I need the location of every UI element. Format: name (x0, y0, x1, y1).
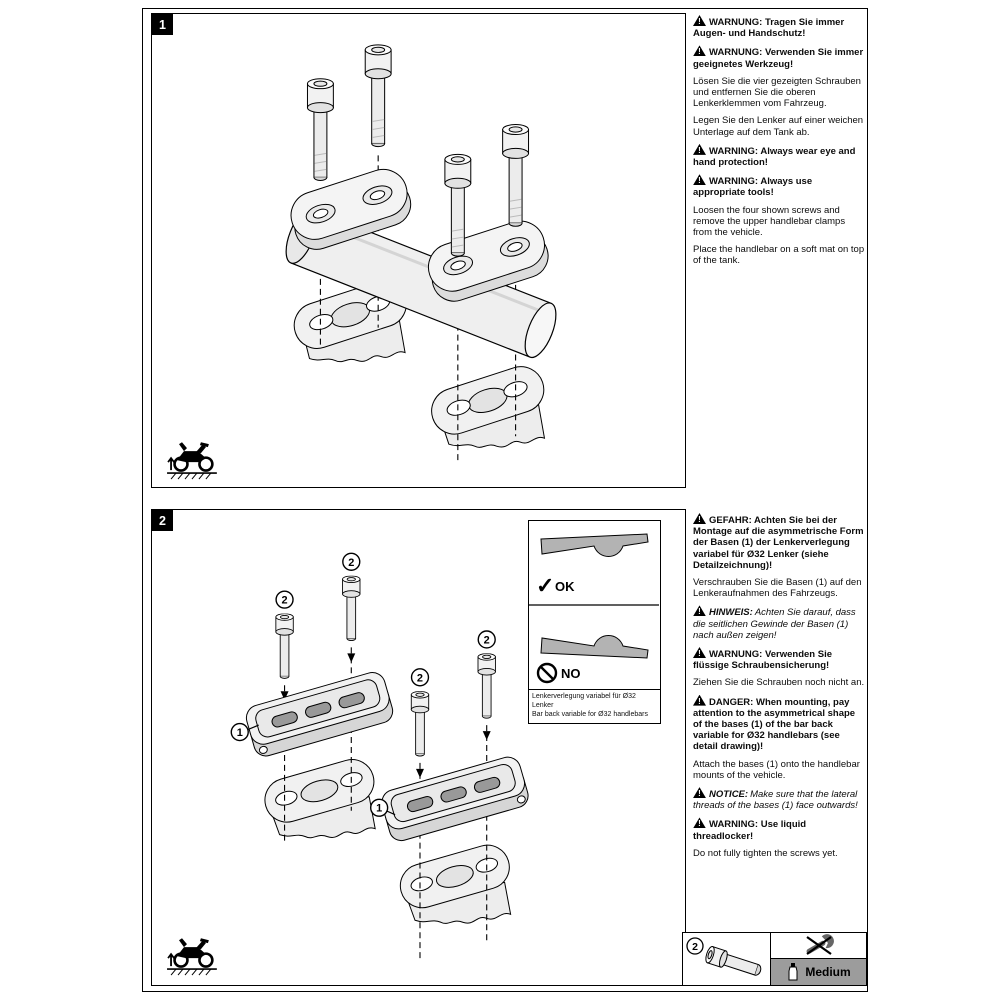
direction-arrows (280, 653, 491, 778)
svg-text:2: 2 (348, 557, 354, 569)
step2-illustration: 2 2 2 2 1 (166, 552, 529, 977)
detail-inset: ✓ OK NO Lenkerverlegung variabel fü (528, 520, 661, 724)
inset-diagrams: ✓ OK NO (529, 533, 659, 684)
callout-2-badge: 2 (275, 590, 294, 609)
warning-triangle-icon (693, 45, 706, 57)
warning-triangle-icon (693, 817, 706, 829)
fastener-screw-cell: 2 (683, 933, 771, 985)
lower-clamp-left (264, 759, 376, 839)
motorcycle-lift-icon (166, 440, 218, 481)
notice-de: HINWEIS:Achten Sie darauf, dass die seit… (693, 605, 866, 641)
no-diagram: NO (536, 635, 649, 684)
base-screw-1 (275, 613, 294, 679)
svg-text:1: 1 (376, 803, 382, 815)
instruction-en: Loosen the four shown screws and remove … (693, 204, 846, 239)
threadlocker-bottle-icon (788, 963, 798, 981)
instruction-de: Legen Sie den Lenker auf einer weichen U… (693, 115, 864, 138)
upper-clamp-right (427, 220, 549, 302)
ok-diagram: ✓ OK (536, 533, 649, 598)
step1-badge: 1 (152, 14, 173, 35)
base-screw-4 (477, 653, 496, 719)
clamp-screw-1 (306, 78, 334, 181)
step1-panel: 1 (151, 13, 686, 488)
instruction-en: Do not fully tighten the screws yet. (693, 847, 838, 859)
inset-caption-en: Bar back variable for Ø32 handlebars (532, 711, 648, 719)
notice-en: NOTICE:Make sure that the lateral thread… (693, 787, 866, 811)
step2-badge: 2 (152, 510, 173, 531)
svg-text:2: 2 (417, 672, 423, 684)
clamp-screw-4 (502, 124, 530, 227)
base-screw-3 (410, 691, 430, 757)
warning-triangle-icon (693, 15, 706, 26)
danger-de: GEFAHR: Achten Sie bei der Montage auf d… (693, 513, 866, 571)
warning-de: WARNUNG: Tragen Sie immer Augen- und Han… (693, 15, 866, 39)
warning-en: WARNING: Use liquid threadlocker! (693, 817, 866, 842)
svg-text:2: 2 (692, 941, 698, 953)
fastener-info-box: 2 (682, 932, 867, 986)
step2-panel: 2 (151, 509, 686, 986)
instruction-en: Place the handlebar on a soft mat on top… (693, 244, 865, 267)
warning-de: WARNUNG: Verwenden Sie immer geeignetes … (693, 45, 866, 70)
ok-label: OK (555, 579, 575, 594)
step2-instructions: GEFAHR: Achten Sie bei der Montage auf d… (693, 513, 866, 865)
callout-2-badge: 2 (686, 937, 704, 955)
crossed-wrench-icon (805, 934, 834, 955)
threadlocker-cell: Medium (771, 959, 866, 985)
check-icon: ✓ (536, 573, 554, 598)
lower-clamp-left (293, 280, 407, 363)
callout-1-badge: 1 (230, 722, 259, 742)
base-plate-left (245, 672, 394, 757)
base-screw-2 (342, 575, 361, 642)
svg-text:2: 2 (282, 595, 288, 607)
base-plate-right (381, 756, 529, 842)
instruction-de: Lösen Sie die vier gezeigten Schrauben u… (693, 75, 861, 110)
instruction-en: Attach the bases (1) onto the handlebar … (693, 758, 860, 781)
lower-clamp-right (399, 844, 512, 924)
screw-icon (705, 945, 762, 976)
clamp-screw-2 (364, 44, 392, 148)
callout-1-badge: 1 (370, 798, 396, 817)
warning-triangle-icon (693, 174, 706, 186)
inset-caption-de: Lenkerverlegung variabel für Ø32 Lenker (532, 693, 636, 710)
lower-clamp-right (431, 366, 546, 448)
sheet-border: 1 (142, 8, 868, 992)
callout-2-badge: 2 (410, 668, 430, 687)
svg-text:2: 2 (484, 634, 490, 646)
threadlocker-strength-label: Medium (805, 965, 851, 979)
warning-en: WARNING: Always wear eye and hand protec… (693, 143, 866, 168)
warning-triangle-icon (693, 143, 706, 155)
callout-2-badge: 2 (477, 630, 496, 649)
svg-text:1: 1 (237, 727, 243, 739)
callout-2-badge: 2 (342, 552, 361, 571)
warning-triangle-icon (693, 513, 706, 524)
warning-de: WARNUNG: Verwenden Sie flüssige Schraube… (693, 647, 866, 671)
danger-en: DANGER: When mounting, pay attention to … (693, 694, 866, 753)
step1-illustration (166, 44, 557, 481)
instruction-de: Verschrauben Sie die Basen (1) auf den L… (693, 577, 862, 600)
warning-triangle-icon (693, 605, 706, 617)
no-entry-icon (536, 662, 558, 684)
warning-en: WARNING: Always use appropriate tools! (693, 174, 866, 198)
warning-triangle-icon (693, 694, 706, 706)
motorcycle-lift-icon (166, 936, 218, 977)
warning-triangle-icon (693, 647, 706, 659)
instruction-de: Ziehen Sie die Schrauben noch nicht an. (693, 677, 865, 689)
warning-triangle-icon (693, 787, 706, 799)
upper-clamp-left (290, 168, 412, 250)
step1-instructions: WARNUNG: Tragen Sie immer Augen- und Han… (693, 15, 866, 273)
do-not-tighten-cell (771, 933, 866, 959)
no-label: NO (561, 666, 581, 681)
inset-caption: Lenkerverlegung variabel für Ø32 Lenker … (529, 689, 660, 723)
